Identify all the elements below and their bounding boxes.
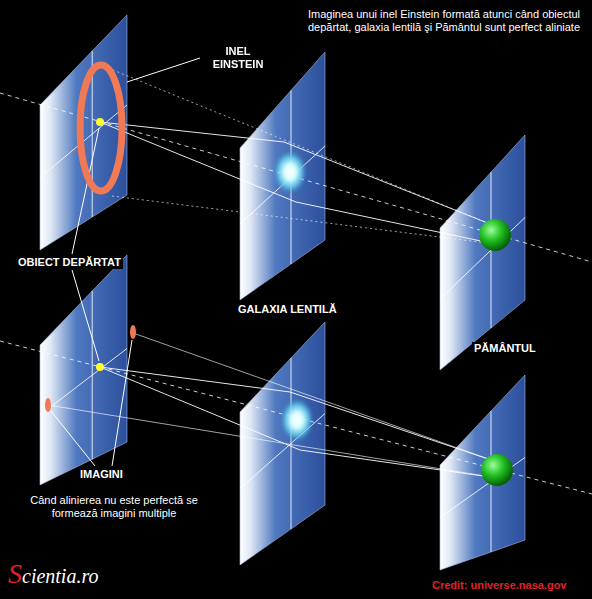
lens-galaxy — [273, 150, 307, 194]
object-label: OBIECT DEPĂRTAT — [16, 256, 123, 269]
alignment-axis — [0, 93, 592, 494]
image-plane — [40, 15, 525, 570]
lens-label: GALAXIA LENTILĂ — [236, 303, 339, 316]
credit-note: Credit: universe.nasa.gov — [432, 579, 567, 592]
distant-object — [96, 363, 104, 371]
plane-face — [40, 255, 127, 485]
earth — [479, 219, 511, 251]
images-label: IMAGINI — [78, 468, 125, 481]
plane-face — [240, 52, 325, 300]
image-plane — [40, 15, 127, 250]
earth-label: PĂMÂNTUL — [472, 342, 538, 355]
watermark: Scientia.ro — [8, 558, 98, 590]
plane-face — [440, 135, 525, 370]
lensed-image — [45, 398, 51, 412]
ring-label: INEL EINSTEIN — [203, 45, 273, 70]
lens-galaxy — [280, 398, 314, 442]
plane-face — [40, 15, 127, 250]
image-plane — [240, 52, 325, 300]
einstein-ring — [80, 65, 122, 191]
image-plane — [440, 375, 525, 570]
image-plane — [40, 255, 127, 485]
plane-face — [440, 375, 525, 570]
plane-grid — [240, 146, 325, 224]
light-ray — [48, 68, 497, 478]
plane-grid — [440, 218, 525, 300]
image-plane — [440, 135, 525, 370]
lensed-image — [130, 325, 136, 339]
distant-object — [96, 118, 104, 126]
plane-grid — [40, 349, 127, 416]
caption-note: Când alinierea nu este perfectă se forme… — [14, 494, 214, 519]
earth — [481, 454, 513, 486]
title-text: Imaginea unui inel Einstein formată atun… — [300, 8, 588, 33]
